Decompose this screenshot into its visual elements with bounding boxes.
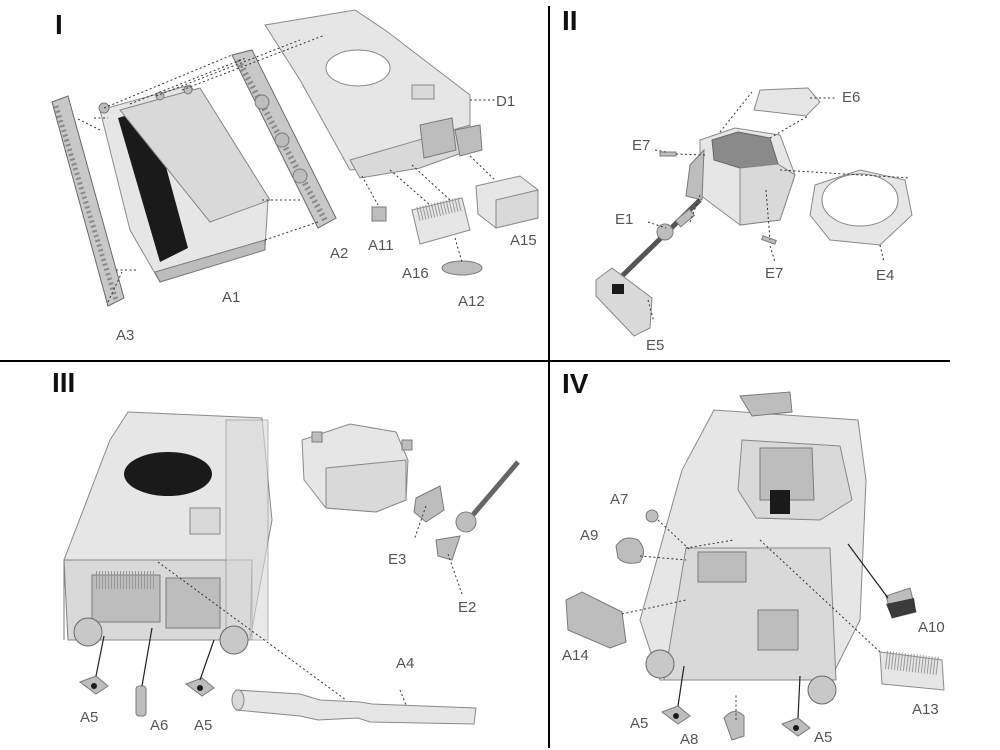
vehicle-assembled [639, 391, 867, 705]
part-a9 [615, 537, 644, 564]
label-a5-right-iv: A5 [814, 729, 832, 746]
part-a16 [411, 197, 471, 245]
hull-assembled [63, 411, 273, 655]
part-a8 [723, 711, 745, 741]
label-e7-top: E7 [632, 137, 650, 154]
hull-bottom [98, 84, 271, 283]
panel-4: A7 A9 A10 A14 A13 A5 A8 A5 [562, 391, 945, 748]
track-left [51, 95, 125, 307]
label-a5-left: A5 [80, 709, 98, 726]
part-a5-right [184, 677, 215, 697]
panel-number-1: I [55, 9, 63, 40]
label-a10: A10 [918, 619, 945, 636]
part-a7 [645, 509, 659, 523]
part-a5-right-iv [780, 717, 811, 737]
label-a5-left-iv: A5 [630, 715, 648, 732]
part-a14 [565, 591, 627, 649]
turret-body [685, 127, 796, 226]
label-a2: A2 [330, 245, 348, 262]
part-e5 [595, 267, 653, 337]
track-right [231, 49, 337, 229]
label-a11: A11 [368, 237, 394, 254]
label-e6: E6 [842, 89, 860, 106]
label-d1: D1 [496, 93, 515, 110]
part-a6 [135, 685, 147, 717]
label-a12: A12 [458, 293, 485, 310]
label-a1: A1 [222, 289, 240, 306]
label-a4: A4 [396, 655, 414, 672]
label-a14: A14 [562, 647, 589, 664]
part-e3 [413, 485, 445, 523]
label-e2: E2 [458, 599, 476, 616]
label-a5-right: A5 [194, 717, 212, 734]
label-e1: E1 [615, 211, 633, 228]
label-e4: E4 [876, 267, 894, 284]
part-a13 [879, 651, 945, 691]
part-a5-left-iv [660, 705, 691, 725]
label-e5: E5 [646, 337, 664, 354]
hull-top [264, 9, 483, 179]
panel-3: E3 E2 A4 A5 A6 A5 [63, 411, 520, 734]
part-a12 [441, 260, 483, 276]
part-a10 [885, 587, 917, 619]
panel-number-3: III [52, 367, 75, 398]
label-a15: A15 [510, 232, 537, 249]
part-e7-bottom [761, 235, 777, 245]
part-a4 [231, 689, 477, 725]
label-a8: A8 [680, 731, 698, 748]
part-a5-left [78, 675, 109, 695]
turret-assembled [301, 423, 413, 513]
gun-e1 [618, 198, 702, 280]
panel-2: E6 E7 E1 E7 E4 E5 [595, 87, 913, 354]
gun-e2 [435, 460, 520, 561]
label-a3: A3 [116, 327, 134, 344]
part-e7-top [659, 151, 677, 157]
panel-1: D1 A1 A2 A3 A11 A15 A16 A12 [51, 9, 539, 344]
label-e3: E3 [388, 551, 406, 568]
label-a13: A13 [912, 701, 939, 718]
turret-ring [809, 169, 913, 246]
part-e6 [753, 87, 821, 117]
label-e7-bottom: E7 [765, 265, 783, 282]
label-a9: A9 [580, 527, 598, 544]
panel-number-2: II [562, 5, 578, 36]
label-a16: A16 [402, 265, 429, 282]
part-a11 [371, 206, 387, 222]
panel-number-4: IV [562, 368, 589, 399]
part-a15 [475, 175, 539, 229]
label-a7: A7 [610, 491, 628, 508]
label-a6: A6 [150, 717, 168, 734]
